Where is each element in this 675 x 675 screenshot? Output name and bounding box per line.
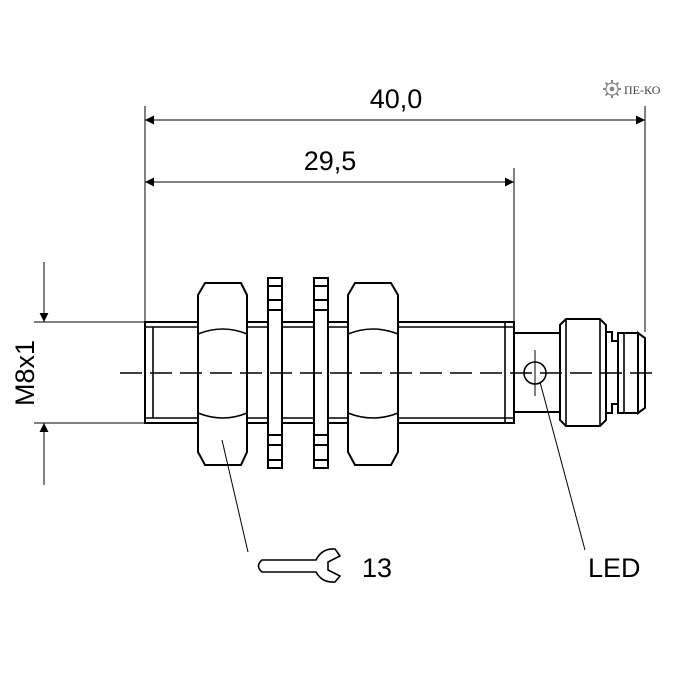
dimension-thread-size: M8x1 — [10, 340, 40, 406]
leader-line-led — [539, 381, 586, 551]
logo-text: ПЕ-КО — [624, 83, 661, 97]
wrench-icon — [257, 548, 342, 583]
leader-line-wrench — [221, 439, 249, 553]
hex-nut-right — [347, 282, 399, 466]
dimension-thread-length: 29,5 — [304, 146, 357, 176]
company-logo: ПЕ-КО — [603, 80, 661, 98]
hex-nut-left — [197, 282, 248, 466]
led-label: LED — [588, 553, 641, 583]
wrench-size-label: 13 — [362, 553, 392, 583]
gear-icon — [603, 80, 621, 98]
sensor-body — [120, 277, 660, 469]
dimension-overall-length: 40,0 — [370, 84, 423, 114]
